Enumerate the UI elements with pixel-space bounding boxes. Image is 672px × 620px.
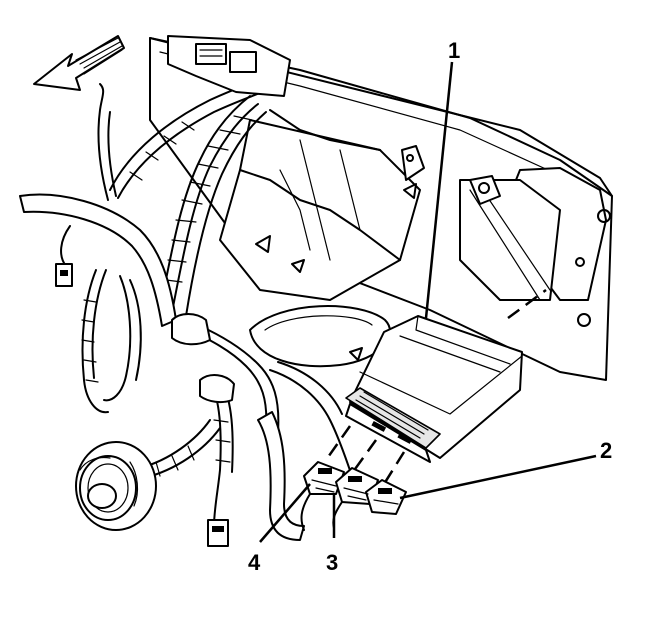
hvac-housing [149, 37, 613, 381]
harness-connectors [300, 461, 407, 531]
callout-1: 1 [448, 38, 460, 63]
control-module [345, 315, 523, 463]
callout-3: 3 [326, 550, 338, 575]
leader-1 [424, 61, 454, 319]
callout-2: 2 [600, 438, 612, 463]
alignment-lines [324, 288, 547, 485]
callout-4: 4 [248, 550, 261, 575]
direction-arrow-icon [33, 35, 125, 91]
leader-4 [259, 483, 311, 543]
blower-motor [75, 441, 157, 531]
leader-2 [399, 454, 597, 500]
leader-lines [259, 61, 597, 543]
